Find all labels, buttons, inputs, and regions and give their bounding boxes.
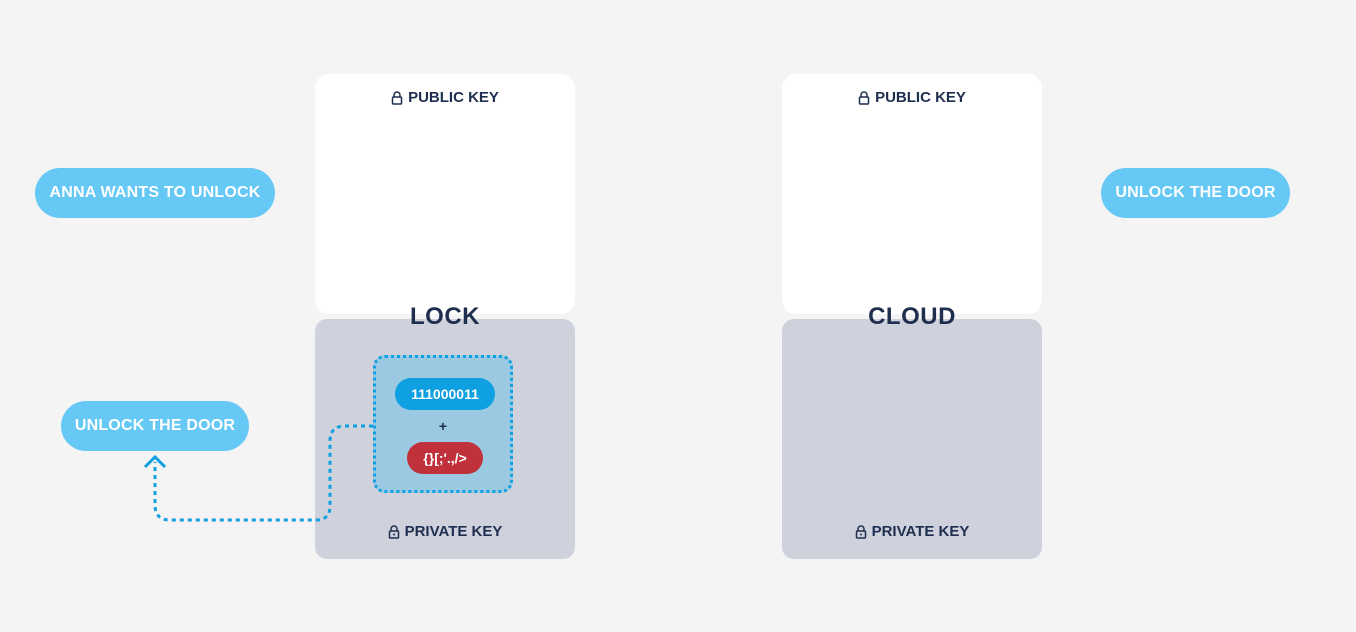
lock-private-key-text: PRIVATE KEY (404, 523, 503, 540)
cloud-private-key-label: PRIVATE KEY (782, 523, 1042, 540)
lock-public-key-label: PUBLIC KEY (315, 89, 575, 106)
cloud-public-key-panel: PUBLIC KEY (782, 74, 1042, 314)
padlock-icon (855, 524, 866, 539)
lock-public-key-text: PUBLIC KEY (408, 89, 499, 106)
plus-operator: + (438, 418, 448, 434)
anna-wants-to-unlock-pill: ANNA WANTS TO UNLOCK (35, 168, 275, 218)
lock-private-key-label: PRIVATE KEY (315, 523, 575, 540)
cloud-public-key-label: PUBLIC KEY (782, 89, 1042, 106)
unlock-the-door-pill-right: UNLOCK THE DOOR (1101, 168, 1290, 218)
cloud-private-key-panel: PRIVATE KEY (782, 319, 1042, 559)
binary-code-pill: 111000011 (395, 378, 495, 410)
padlock-icon (858, 90, 870, 105)
lock-title: LOCK (410, 303, 480, 330)
secret-combination-box: 111000011 + {}[;'.,/> (373, 355, 513, 493)
cloud-public-key-text: PUBLIC KEY (875, 89, 966, 106)
unlock-the-door-label-right: UNLOCK THE DOOR (1115, 184, 1276, 201)
unlock-the-door-pill-left: UNLOCK THE DOOR (61, 401, 249, 451)
chevron-up-icon (143, 454, 167, 469)
binary-code-value: 111000011 (411, 386, 479, 402)
anna-wants-to-unlock-label: ANNA WANTS TO UNLOCK (49, 184, 261, 201)
connector-path (153, 424, 373, 522)
cloud-title: CLOUD (868, 303, 956, 330)
symbol-code-value: {}[;'.,/> (423, 450, 467, 466)
unlock-the-door-label-left: UNLOCK THE DOOR (74, 417, 236, 434)
padlock-icon (388, 524, 399, 539)
padlock-icon (391, 90, 403, 105)
cloud-private-key-text: PRIVATE KEY (871, 523, 970, 540)
lock-public-key-panel: PUBLIC KEY (315, 74, 575, 314)
symbol-code-pill: {}[;'.,/> (407, 442, 483, 474)
